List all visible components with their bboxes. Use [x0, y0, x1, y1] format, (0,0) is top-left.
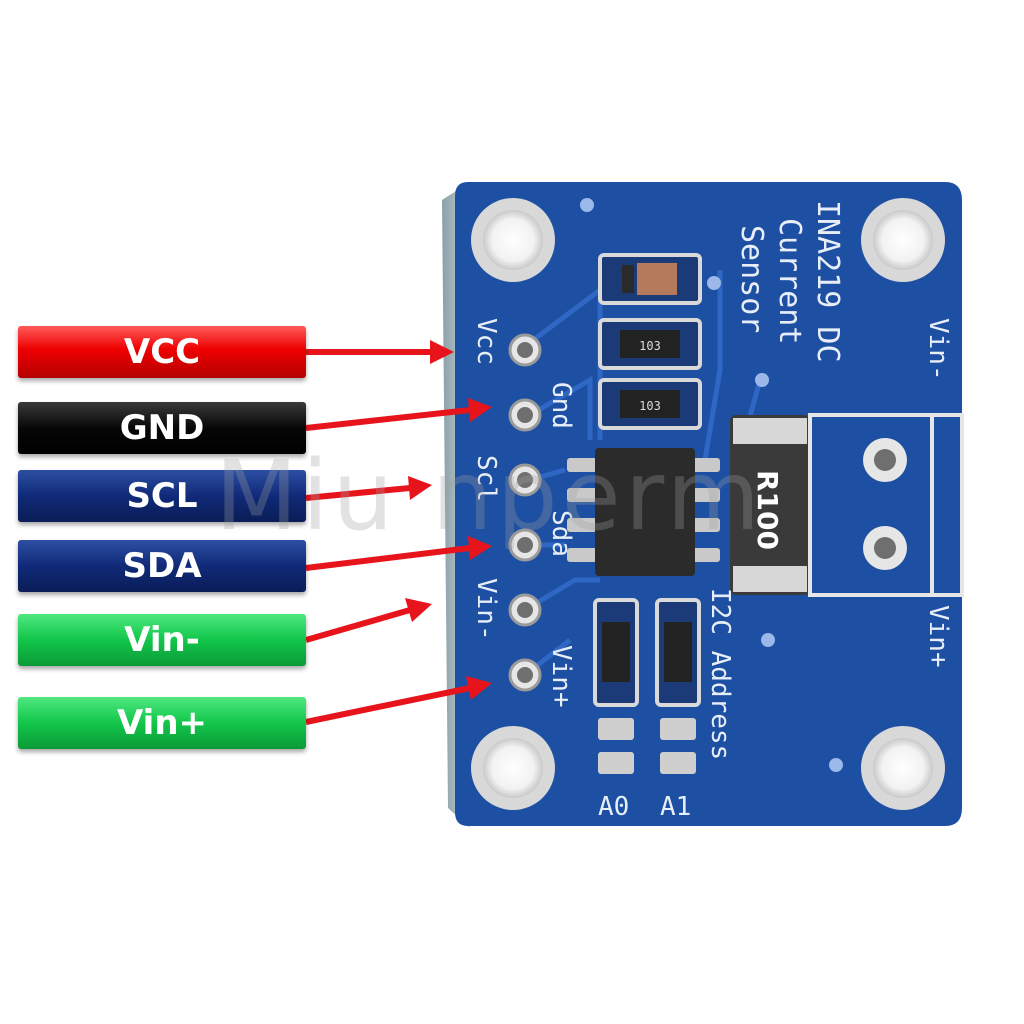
- arrow-vin-minus: [305, 607, 411, 643]
- label-gnd: GND: [18, 402, 306, 454]
- label-vcc: VCC: [18, 326, 306, 378]
- smd-resistor-3: [593, 598, 639, 707]
- watermark-text: Miu nperm: [215, 440, 764, 552]
- smd-resistor-1: 103: [598, 318, 702, 370]
- terminal-block: [808, 413, 964, 597]
- arrow-sda: [305, 545, 471, 571]
- pcb-body: [455, 182, 962, 826]
- arrow-vin-minus-head: [405, 598, 432, 622]
- terminal-label-vin-minus: Vin-: [923, 318, 953, 381]
- arrow-vcc-head: [430, 340, 454, 364]
- header-pin-pads: [508, 333, 542, 692]
- arrow-scl-head: [408, 476, 432, 500]
- label-sda: SDA: [18, 540, 306, 592]
- label-vin-plus: Vin+: [18, 697, 306, 749]
- arrows: [305, 340, 492, 725]
- pin-label-vin-plus: Vin+: [546, 645, 576, 708]
- shunt-value: R100: [751, 470, 784, 550]
- board-title-line-3: Sensor: [734, 225, 769, 333]
- mounting-holes: [471, 198, 945, 810]
- board-title-line-2: Current: [772, 218, 807, 344]
- arrow-vin-plus-head: [466, 676, 492, 700]
- arrow-vin-plus: [305, 685, 471, 725]
- a1-label: A1: [660, 792, 691, 822]
- pin-label-gnd: Gnd: [546, 382, 576, 429]
- smd-resistor-2: 103: [598, 378, 702, 430]
- resistor-code-1: 103: [639, 339, 661, 353]
- a0-label: A0: [598, 792, 629, 822]
- address-jumper-pads: [598, 718, 696, 774]
- shunt-resistor: R100: [730, 415, 810, 595]
- resistor-code-2: 103: [639, 399, 661, 413]
- arrow-scl: [305, 485, 411, 501]
- label-scl: SCL: [18, 470, 306, 522]
- arrow-sda-head: [468, 536, 492, 560]
- terminal-label-vin-plus: Vin+: [923, 605, 953, 668]
- smd-resistor-4: [655, 598, 701, 707]
- pin-label-scl: Scl: [471, 455, 501, 502]
- label-vin-minus: Vin-: [18, 614, 306, 666]
- pin-label-vin-minus: Vin-: [471, 578, 501, 641]
- ina219-chip: [567, 448, 720, 576]
- vias: [580, 198, 843, 772]
- i2c-address-label: I2C Address: [705, 588, 735, 760]
- capacitor: [598, 253, 702, 305]
- arrow-gnd-head: [468, 398, 492, 422]
- board-title-line-1: INA219 DC: [810, 200, 845, 363]
- pin-label-vcc: Vcc: [471, 318, 501, 365]
- arrow-gnd: [305, 407, 471, 431]
